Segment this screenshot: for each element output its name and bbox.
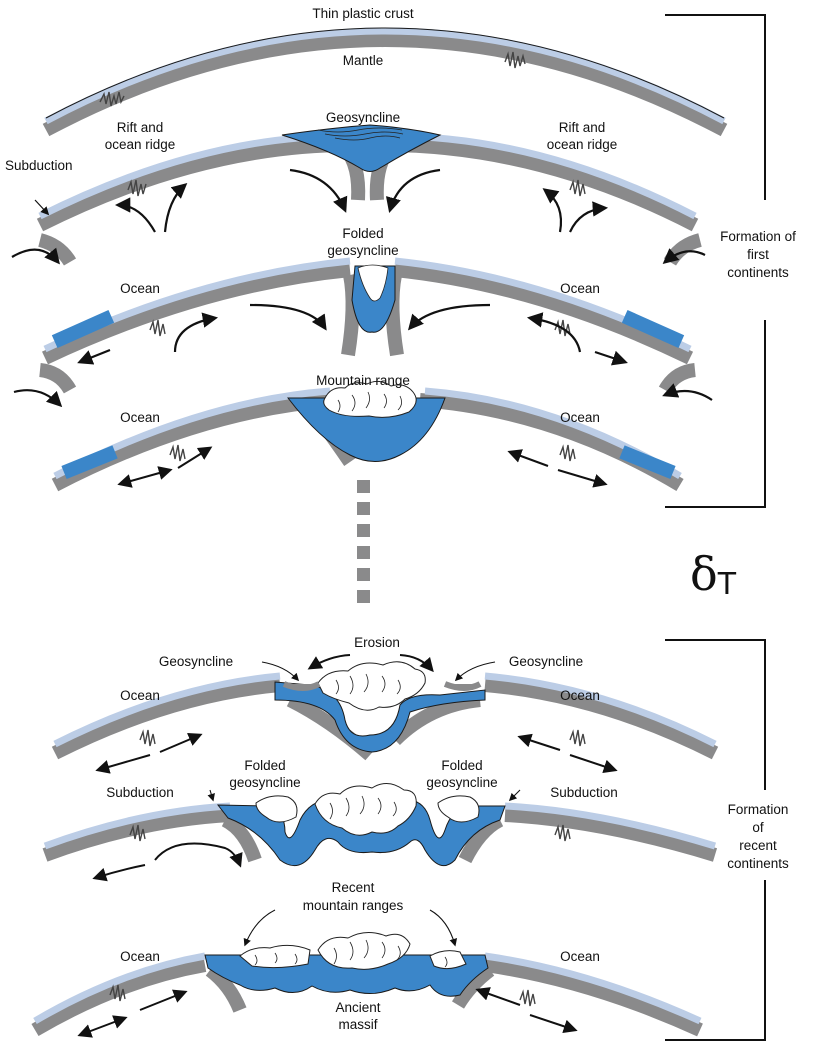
- mountain-range-label: Mountain range: [316, 373, 410, 388]
- mantle-label: Mantle: [343, 53, 384, 68]
- time-gap-dashes: [357, 480, 370, 603]
- rift-left-label-1: Rift and: [117, 120, 164, 135]
- ocean-label: Ocean: [120, 688, 160, 703]
- folded-geosyncline-label-2: geosyncline: [327, 243, 398, 258]
- folded-left-label-1: Folded: [244, 758, 285, 773]
- folded-geosyncline-label-1: Folded: [342, 226, 383, 241]
- ocean-label: Ocean: [120, 949, 160, 964]
- recent-continents-label-2: of: [752, 820, 764, 835]
- ocean-label: Ocean: [120, 281, 160, 296]
- rift-left-label-2: ocean ridge: [105, 137, 176, 152]
- folded-right-label-2: geosyncline: [426, 775, 497, 790]
- first-continents-label-3: continents: [727, 265, 789, 280]
- first-continents-label-1: Formation of: [720, 229, 796, 244]
- recent-ranges-label-1: Recent: [332, 880, 375, 895]
- ocean-label: Ocean: [120, 410, 160, 425]
- folded-right-label-1: Folded: [441, 758, 482, 773]
- ocean-label: Ocean: [560, 281, 600, 296]
- ancient-massif-label-2: massif: [338, 1017, 377, 1032]
- ocean-label: Ocean: [560, 949, 600, 964]
- delta-letter: δ: [690, 547, 718, 601]
- delta-symbol: δT: [690, 547, 737, 602]
- stage-4-mountain-range: [55, 381, 680, 485]
- ocean-label: Ocean: [560, 410, 600, 425]
- thin-crust-label: Thin plastic crust: [312, 6, 414, 21]
- recent-continents-label-1: Formation: [728, 802, 789, 817]
- stage-5-erosion: [55, 655, 715, 770]
- rift-right-label-1: Rift and: [559, 120, 606, 135]
- geosyncline-label: Geosyncline: [326, 110, 400, 125]
- subduction-label: Subduction: [5, 158, 73, 173]
- recent-continents-label-4: continents: [727, 856, 789, 871]
- subduction-right-label: Subduction: [550, 785, 618, 800]
- geosyncline-right-label: Geosyncline: [509, 654, 583, 669]
- recent-continents-label-3: recent: [739, 838, 777, 853]
- ancient-massif-label-1: Ancient: [335, 1000, 380, 1015]
- subduction-left-label: Subduction: [106, 785, 174, 800]
- delta-subscript: T: [717, 567, 737, 602]
- rift-right-label-2: ocean ridge: [547, 137, 618, 152]
- recent-ranges-label-2: mountain ranges: [303, 898, 404, 913]
- geosyncline-left-label: Geosyncline: [159, 654, 233, 669]
- ocean-label: Ocean: [560, 688, 600, 703]
- folded-left-label-2: geosyncline: [229, 775, 300, 790]
- first-continents-label-2: first: [747, 247, 769, 262]
- erosion-label: Erosion: [354, 635, 400, 650]
